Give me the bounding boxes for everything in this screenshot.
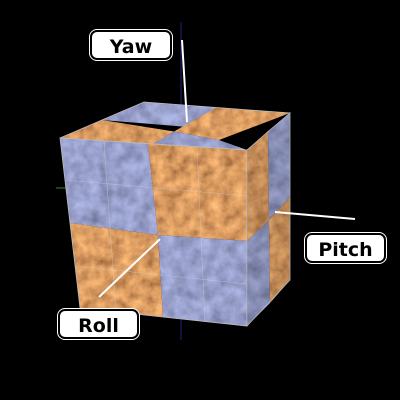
pitch-label: Pitch	[305, 233, 386, 263]
yaw-leader-line	[181, 39, 188, 123]
roll-label: Roll	[58, 309, 139, 339]
pitch-leader-line	[274, 211, 356, 220]
yaw-label: Yaw	[90, 30, 172, 60]
cube-front-face	[59, 137, 248, 327]
cube-right-face	[246, 112, 291, 328]
roll-leader-line	[98, 238, 161, 298]
cube-top-face	[59, 101, 291, 151]
checkered-cube	[59, 101, 291, 328]
